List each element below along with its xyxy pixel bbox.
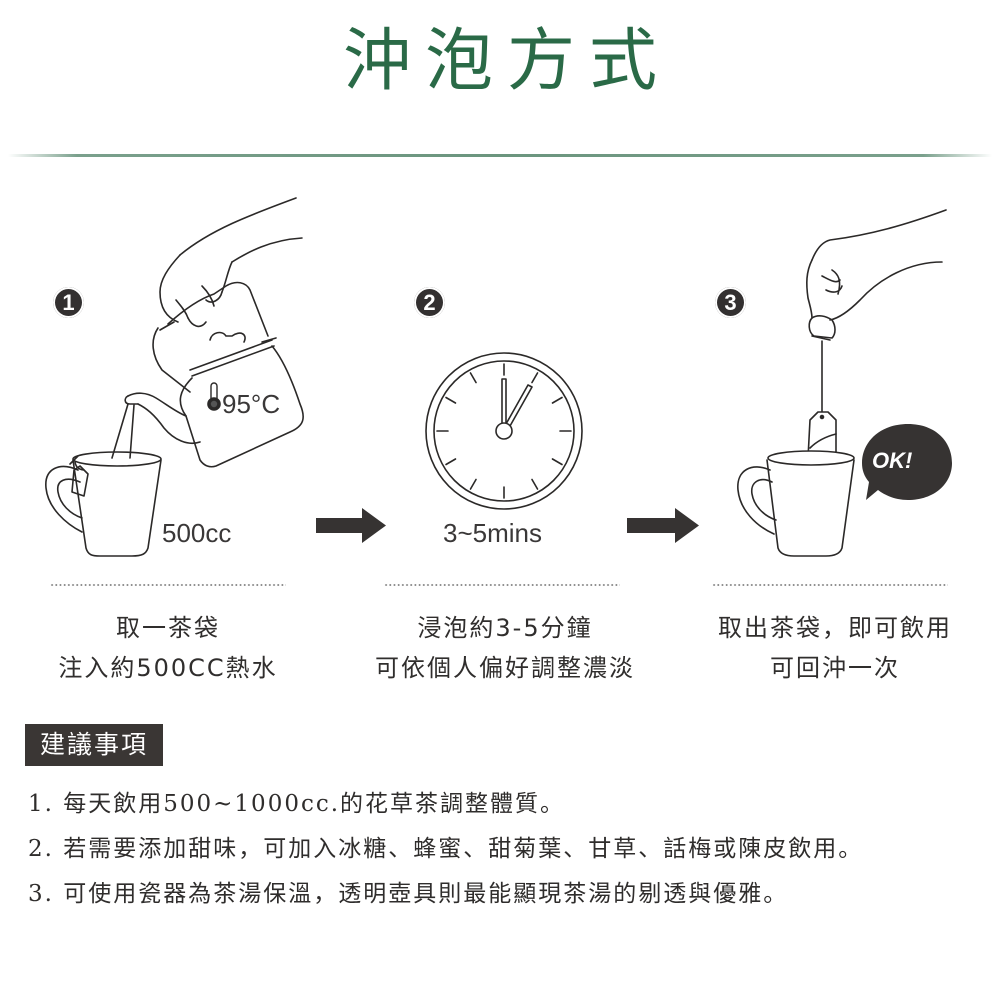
step-1-badge: 1 (53, 287, 84, 318)
step-2-caption-line-2: 可依個人偏好調整濃淡 (375, 654, 635, 682)
step-2-badge: 2 (414, 287, 445, 318)
speech-bubble-text: OK! (872, 448, 913, 473)
temperature-label: 95°C (222, 389, 281, 419)
duration-label: 3~5mins (443, 518, 542, 548)
thermometer-icon (207, 382, 221, 411)
step-3-caption-line-1: 取出茶袋，即可飲用 (718, 614, 952, 642)
tip-item: 3. 可使用瓷器為茶湯保溫，透明壺具則最能顯現茶湯的剔透與優雅。 (28, 881, 789, 907)
tips-list: 1. 每天飲用500~1000cc.的花草茶調整體質。 2. 若需要添加甜味，可… (28, 782, 988, 917)
mug-icon (45, 451, 162, 557)
step-1-caption-line-1: 取一茶袋 (116, 614, 220, 642)
mug-icon (737, 450, 855, 557)
arrow-right-icon (316, 508, 386, 543)
step-1-separator (50, 584, 286, 586)
step-2-caption: 浸泡約3-5分鐘 可依個人偏好調整濃淡 (350, 608, 660, 688)
step-2-caption-line-1: 浸泡約3-5分鐘 (417, 614, 593, 642)
volume-label: 500cc (162, 518, 232, 548)
hand-lifting-tea-bag-icon (806, 209, 947, 459)
tips-heading: 建議事項 (25, 724, 163, 766)
step-2-separator (384, 584, 620, 586)
hand-pouring-icon (111, 197, 304, 468)
arrow-right-icon (627, 508, 699, 543)
step-1-caption: 取一茶袋 注入約500CC熱水 (40, 608, 296, 688)
step-1-caption-line-2: 注入約500CC熱水 (58, 654, 278, 682)
tip-item: 1. 每天飲用500~1000cc.的花草茶調整體質。 (28, 791, 566, 817)
tip-item: 2. 若需要添加甜味，可加入冰糖、蜂蜜、甜菊葉、甘草、話梅或陳皮飲用。 (28, 836, 864, 862)
step-3-caption: 取出茶袋，即可飲用 可回沖一次 (690, 608, 980, 688)
page-title: 沖泡方式 (342, 22, 671, 101)
step-3-caption-line-2: 可回沖一次 (770, 654, 900, 682)
step-3-badge: 3 (715, 287, 746, 318)
clock-icon (425, 352, 583, 510)
step-3-separator (712, 584, 948, 586)
title-divider (8, 154, 992, 157)
